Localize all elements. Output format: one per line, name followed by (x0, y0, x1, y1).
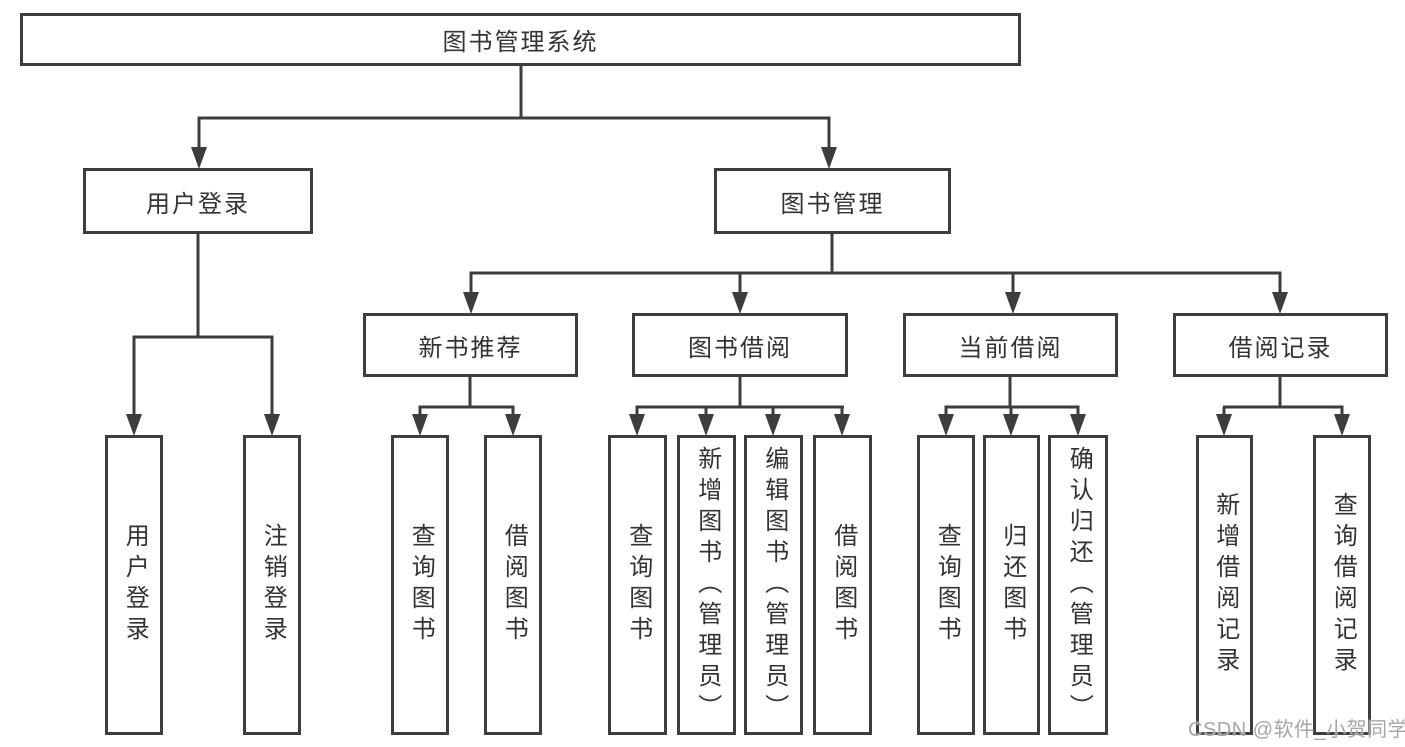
edge-borrow-records-to-leaves (1216, 377, 1350, 436)
leaf-confirm-return-admin-label: 确认归还（管理员） (1065, 445, 1093, 725)
leaf-recommend-borrow-books-label: 借阅图书 (500, 523, 528, 647)
node-book-management-label: 图书管理 (780, 190, 885, 218)
leaf-current-query-books-label: 查询图书 (933, 523, 961, 647)
leaf-borrow-query-books-label: 查询图书 (624, 523, 652, 647)
node-current-borrow-label: 当前借阅 (958, 334, 1063, 362)
leaf-logout: 注销登录 (243, 435, 301, 735)
leaf-add-books-admin: 新增图书（管理员） (677, 435, 736, 735)
node-current-borrow: 当前借阅 (903, 313, 1118, 377)
leaf-return-books: 归还图书 (983, 435, 1040, 735)
edge-new-book-rec-to-leaves (412, 377, 521, 436)
leaf-current-query-books: 查询图书 (917, 435, 975, 735)
leaf-recommend-query-books: 查询图书 (391, 435, 449, 735)
leaf-add-books-admin-label: 新增图书（管理员） (693, 445, 721, 725)
node-book-management: 图书管理 (714, 168, 951, 234)
edge-user-login-to-leaves (126, 234, 280, 436)
node-book-borrow-label: 图书借阅 (688, 334, 792, 362)
leaf-borrow-books: 借阅图书 (813, 435, 872, 735)
node-borrow-records: 借阅记录 (1173, 313, 1388, 377)
node-book-borrow: 图书借阅 (632, 313, 848, 377)
node-user-login-label: 用户登录 (146, 190, 250, 218)
leaf-borrow-books-label: 借阅图书 (829, 523, 857, 647)
leaf-recommend-query-books-label: 查询图书 (407, 523, 435, 647)
leaf-borrow-query-books: 查询图书 (608, 435, 667, 735)
node-borrow-records-label: 借阅记录 (1228, 334, 1333, 362)
edge-book-mgmt-to-level2 (463, 234, 1288, 314)
edge-book-borrow-to-leaves (629, 377, 850, 436)
csdn-watermark: CSDN @软件_小贺同学 (1188, 719, 1405, 741)
leaf-recommend-borrow-books: 借阅图书 (484, 435, 542, 735)
node-new-book-recommend: 新书推荐 (363, 313, 578, 377)
leaf-return-books-label: 归还图书 (998, 523, 1026, 647)
leaf-confirm-return-admin: 确认归还（管理员） (1048, 435, 1108, 735)
leaf-edit-books-admin-label: 编辑图书（管理员） (760, 445, 788, 725)
node-new-book-recommend-label: 新书推荐 (418, 334, 523, 362)
leaf-query-borrow-record-label: 查询借阅记录 (1329, 492, 1357, 678)
node-root-system: 图书管理系统 (20, 13, 1021, 66)
edge-root-to-level1 (191, 66, 837, 169)
leaf-add-borrow-record: 新增借阅记录 (1196, 435, 1253, 735)
leaf-edit-books-admin: 编辑图书（管理员） (744, 435, 803, 735)
leaf-user-login-label: 用户登录 (121, 523, 149, 647)
leaf-logout-label: 注销登录 (259, 523, 287, 647)
leaf-add-borrow-record-label: 新增借阅记录 (1211, 492, 1239, 678)
node-root-label: 图书管理系统 (442, 29, 599, 56)
node-user-login: 用户登录 (83, 168, 313, 234)
edge-current-borrow-to-leaves (938, 377, 1086, 436)
leaf-user-login: 用户登录 (105, 435, 163, 735)
leaf-query-borrow-record: 查询借阅记录 (1313, 435, 1371, 735)
